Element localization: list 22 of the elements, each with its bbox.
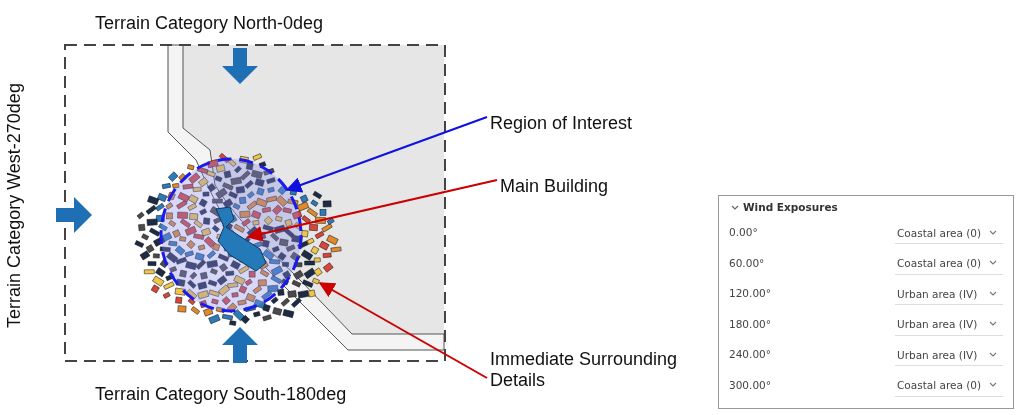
angle-text: 300.00° (729, 378, 771, 391)
angle-text: 240.00° (729, 348, 771, 360)
direction-label: Terrain Category South-180deg (95, 384, 347, 405)
angle-text: 60.00° (729, 256, 765, 269)
callout-label: Region of Interest (490, 113, 690, 134)
leader-line (318, 282, 488, 379)
dropdown: Coastal area (0) (895, 252, 1003, 275)
dropdown: Urban area (IV) (895, 313, 1003, 336)
dropdown: Urban area (IV) (895, 283, 1003, 305)
section-heading: Wind Exposures (743, 201, 838, 213)
dropdown: Urban area (IV) (895, 344, 1003, 366)
leader-line (246, 179, 498, 242)
angle-text: 0.00° (729, 226, 758, 238)
callout-label: Main Building (500, 176, 700, 197)
dropdown: Coastal area (0) (895, 222, 1003, 244)
angle-text: 120.00° (729, 287, 771, 299)
direction-label: Terrain Category North-0deg (95, 13, 324, 34)
leader-line (285, 116, 488, 193)
dropdown: Coastal area (0) (895, 374, 1003, 397)
direction-label: Terrain Category West-270deg (3, 83, 25, 328)
callout-label: Immediate Surrounding Details (490, 349, 690, 391)
angle-text: 180.00° (729, 317, 771, 330)
